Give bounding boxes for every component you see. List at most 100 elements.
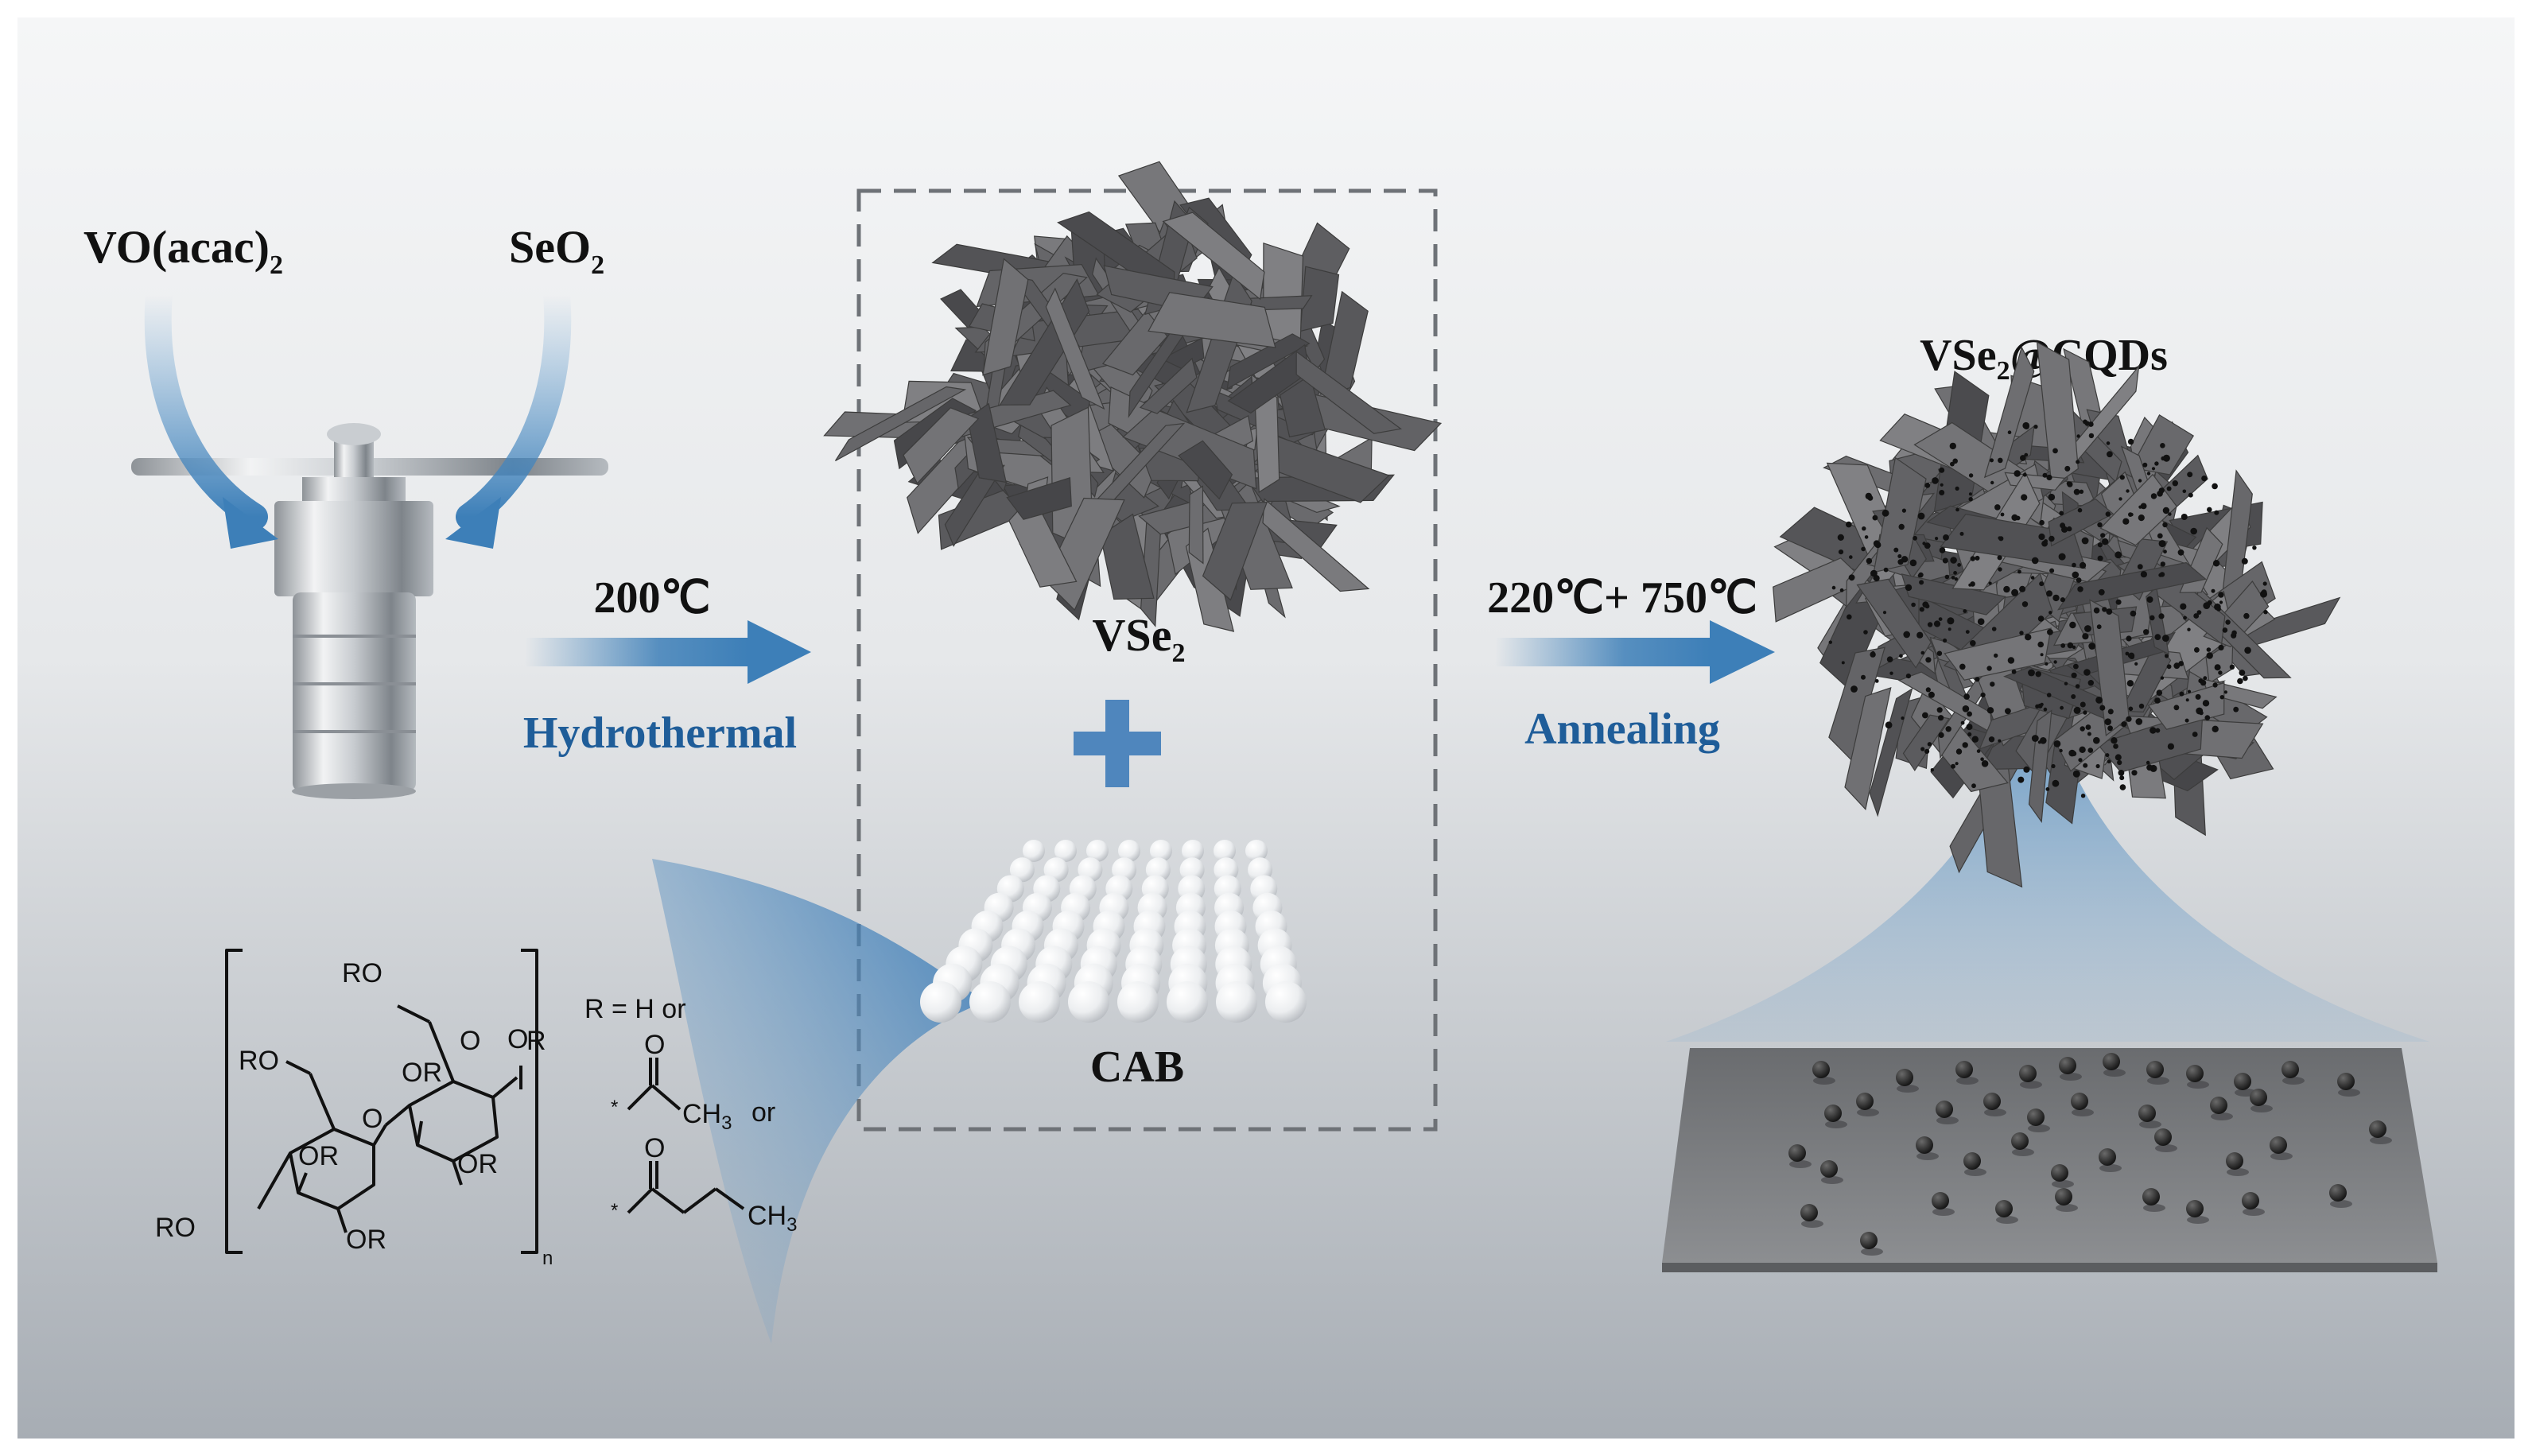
carbon-dot (2099, 705, 2106, 711)
carbon-dot (1886, 656, 1893, 662)
carbon-dot (2081, 537, 2089, 545)
quantum-dot (2154, 1128, 2172, 1146)
carbon-dot (2149, 727, 2157, 734)
carbon-dot (2096, 624, 2102, 630)
cab-sphere (1167, 981, 1208, 1023)
carbon-dot (1939, 547, 1946, 553)
carbon-dot (2190, 527, 2197, 535)
carbon-dot (2223, 690, 2227, 694)
carbon-dot (1862, 526, 1866, 531)
carbon-dot (1901, 716, 1905, 720)
carbon-dot (2087, 747, 2094, 753)
precursor-vo-acac: VO(acac)2 (83, 221, 283, 280)
quantum-dot-shadow (1936, 1116, 1959, 1124)
carbon-dot (1960, 720, 1965, 725)
carbon-dot (1861, 674, 1866, 680)
quantum-dot-shadow (1825, 1120, 1847, 1128)
carbon-dot (2037, 615, 2045, 622)
carbon-dot (2158, 613, 2165, 619)
carbon-dot (2060, 522, 2066, 529)
carbon-dot (1922, 712, 1928, 719)
carbon-dot (2097, 522, 2103, 528)
carbon-dot (2049, 568, 2055, 573)
carbon-dot (2095, 697, 2103, 704)
carbon-dot (1872, 514, 1878, 521)
carbon-dot (2162, 522, 2168, 528)
carbon-dot (2207, 507, 2212, 513)
carbon-dot (2048, 493, 2056, 501)
carbon-dot (2075, 684, 2080, 689)
carbon-dot (1863, 630, 1868, 635)
carbon-dot (2088, 643, 2096, 650)
carbon-dot (2052, 779, 2060, 787)
quantum-dot-shadow (2250, 1105, 2273, 1112)
quantum-dot (2027, 1109, 2045, 1126)
nanosheet (1162, 212, 1265, 301)
carbon-dot (2072, 562, 2076, 568)
carbon-dot (1903, 631, 1910, 639)
cellulose-acetate-butyrate-structure (225, 949, 745, 1254)
nanosheet (1262, 498, 1370, 592)
carbon-dot (2130, 512, 2134, 517)
carbon-dot (1938, 617, 1943, 621)
cab-label: CAB (1090, 1042, 1184, 1092)
quantum-dot (2329, 1184, 2347, 1202)
quantum-dot (1963, 1152, 1981, 1170)
carbon-dot (2131, 770, 2138, 776)
carbon-dot (2154, 697, 2161, 704)
quantum-dot (1820, 1160, 1838, 1178)
carbon-dot (1963, 693, 1970, 700)
carbon-dot (2083, 710, 2087, 715)
quantum-dot-shadow (2270, 1152, 2293, 1160)
carbon-dot (2181, 514, 2188, 520)
carbon-dot (1986, 707, 1994, 714)
carbon-dot (2225, 619, 2231, 625)
carbon-dot (2038, 533, 2045, 541)
carbon-dot (2233, 706, 2239, 712)
nanosheet (1299, 266, 1340, 332)
carbon-dot (2119, 775, 2125, 781)
carbon-dot (1837, 534, 1844, 542)
carbon-dot (2021, 494, 2028, 501)
carbon-dot (2142, 462, 2148, 468)
quantum-dot-shadow (2330, 1200, 2352, 1208)
carbon-dot (1938, 732, 1944, 739)
carbon-dot (2160, 443, 2165, 448)
carbon-dot (2146, 472, 2151, 476)
carbon-dot (2031, 735, 2039, 742)
carbon-dot (2192, 732, 2198, 737)
carbon-dot (1883, 567, 1889, 573)
structure-attachment-mark-2: * (611, 1200, 618, 1221)
structure-acetyl-ch3-sub: 3 (721, 1112, 732, 1134)
carbon-dot (2126, 680, 2134, 687)
step-2-temperature: 220℃+ 750℃ (1487, 573, 1757, 623)
carbon-dot (2218, 592, 2224, 598)
nanosheet (1944, 627, 2052, 681)
carbon-dot (2178, 661, 2184, 666)
cab-sphere (1068, 981, 1109, 1023)
quantum-dot (2142, 1188, 2160, 1206)
carbon-dot (2140, 571, 2147, 578)
carbon-dot (1994, 504, 2001, 511)
carbon-dot (1957, 563, 1962, 567)
carbon-dot (2121, 721, 2127, 728)
carbon-dot (1849, 555, 1853, 559)
nanosheet (1226, 333, 1311, 390)
quantum-dot (2186, 1200, 2204, 1217)
nanoflower-icon (823, 161, 1443, 632)
carbon-dot (2071, 751, 2077, 756)
carbon-dot (1927, 742, 1932, 747)
cab-sphere (969, 981, 1011, 1023)
structure-ro-bottom: RO (155, 1213, 196, 1243)
carbon-dot (1954, 577, 1958, 581)
carbon-dot (2218, 670, 2223, 675)
carbon-dot (1939, 467, 1945, 473)
carbon-dot (2046, 693, 2052, 697)
quantum-dot (2099, 1148, 2116, 1166)
carbon-dot (2134, 662, 2138, 666)
carbon-dot (1970, 556, 1975, 561)
carbon-dot (1950, 461, 1955, 467)
carbon-dot (1968, 497, 1973, 502)
carbon-dot (1988, 736, 1995, 743)
carbon-dot (1935, 537, 1939, 541)
